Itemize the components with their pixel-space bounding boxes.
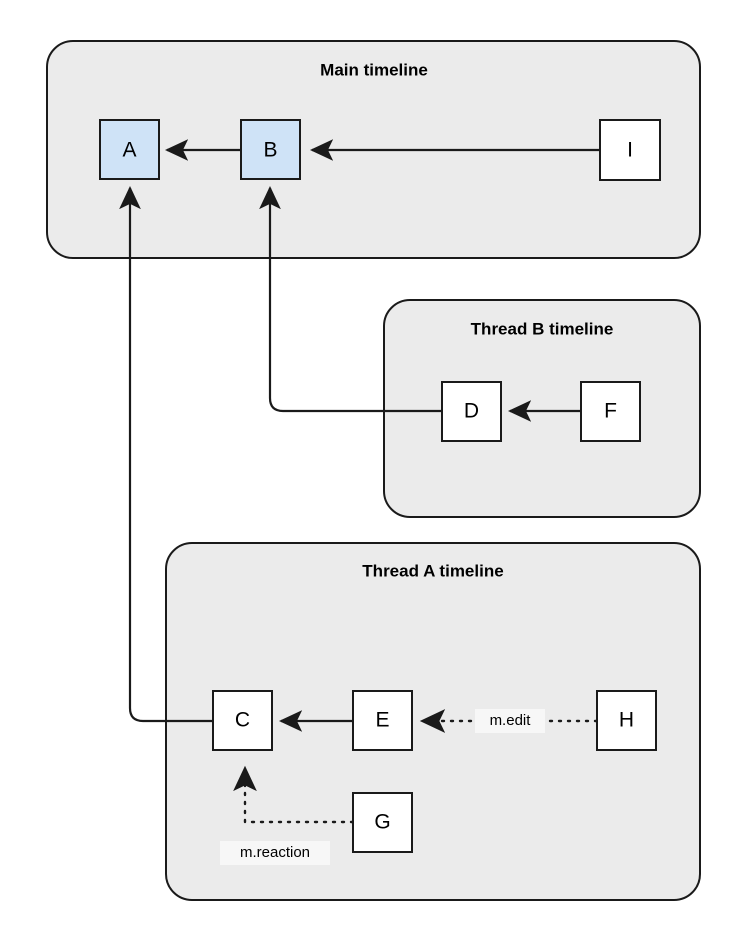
node-d-box[interactable] — [441, 381, 502, 442]
node-g-label: G — [374, 811, 390, 834]
edge-label-m-reaction-group: m.reaction — [220, 841, 330, 865]
node-h-box[interactable] — [596, 690, 657, 751]
node-c[interactable]: C — [212, 690, 273, 751]
node-a-box[interactable] — [99, 119, 160, 180]
edges-layer — [119, 139, 600, 824]
node-e-box[interactable] — [352, 690, 413, 751]
group-main-timeline-title: Main timeline — [320, 60, 428, 79]
node-b-label: B — [263, 139, 277, 162]
node-a[interactable]: A — [99, 119, 160, 180]
edge-d-to-b — [259, 185, 442, 413]
edge-label-m-reaction-halo — [220, 841, 330, 865]
node-b-box[interactable] — [240, 119, 301, 180]
node-e-label: E — [375, 709, 389, 732]
node-h[interactable]: H — [596, 690, 657, 751]
edge-labels-layer: m.edit m.reaction — [220, 709, 545, 865]
group-thread-b-timeline: Thread B timeline — [383, 299, 701, 518]
node-b[interactable]: B — [240, 119, 301, 180]
group-thread-a-timeline-title: Thread A timeline — [362, 561, 503, 580]
nodes-layer: A B I D F C E H — [99, 119, 661, 853]
edge-label-m-edit-halo — [475, 709, 545, 733]
node-d[interactable]: D — [441, 381, 502, 442]
node-i-box[interactable] — [599, 119, 661, 181]
node-d-label: D — [464, 400, 479, 423]
node-c-label: C — [235, 709, 250, 732]
node-c-box[interactable] — [212, 690, 273, 751]
group-thread-b-timeline-title: Thread B timeline — [471, 319, 614, 338]
group-thread-b-timeline-box — [383, 299, 701, 518]
node-g[interactable]: G — [352, 792, 413, 853]
node-h-label: H — [619, 709, 634, 732]
node-g-box[interactable] — [352, 792, 413, 853]
edge-g-to-c — [233, 765, 355, 824]
edge-c-to-a — [119, 185, 213, 723]
node-a-label: A — [122, 139, 136, 162]
node-f-box[interactable] — [580, 381, 641, 442]
node-f[interactable]: F — [580, 381, 641, 442]
node-i[interactable]: I — [599, 119, 661, 181]
edge-label-m-reaction: m.reaction — [240, 844, 310, 861]
node-e[interactable]: E — [352, 690, 413, 751]
node-f-label: F — [604, 400, 617, 423]
edge-label-m-edit: m.edit — [490, 712, 532, 729]
edge-label-m-edit-group: m.edit — [475, 709, 545, 733]
node-i-label: I — [627, 139, 633, 162]
